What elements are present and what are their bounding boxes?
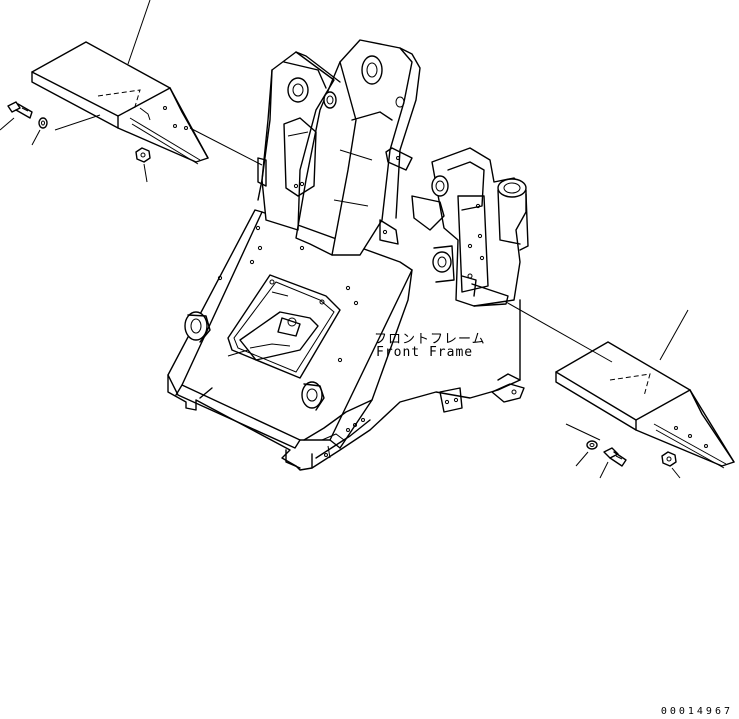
leader-right-fender [659,309,689,361]
right-fender-washer [586,440,598,450]
leader-left-bolt [0,117,15,131]
leader-left-to-frame [189,127,263,166]
leader-right-to-frame [505,301,613,363]
leader-right-fastener-group [565,423,601,441]
right-fender [555,341,735,469]
leader-left-fastener-group [54,114,101,131]
right-fender-nut [661,451,677,467]
front-frame-label-jp: フロントフレーム [374,332,486,347]
left-fender-bolt [7,101,33,119]
leader-left-fender [127,0,151,65]
leader-right-washer [575,451,589,467]
leader-right-nut [671,467,681,479]
leader-left-nut [143,163,148,183]
left-fender-nut [135,147,151,163]
right-fender-bolt [603,447,627,467]
front-frame-label-en: Front Frame [376,345,474,360]
leader-left-washer [31,129,41,146]
left-fender-washer [38,117,48,129]
leader-right-bolt [599,461,609,479]
front-frame [167,39,529,471]
drawing-number: 00014967 [660,706,733,717]
left-fender [31,41,209,165]
